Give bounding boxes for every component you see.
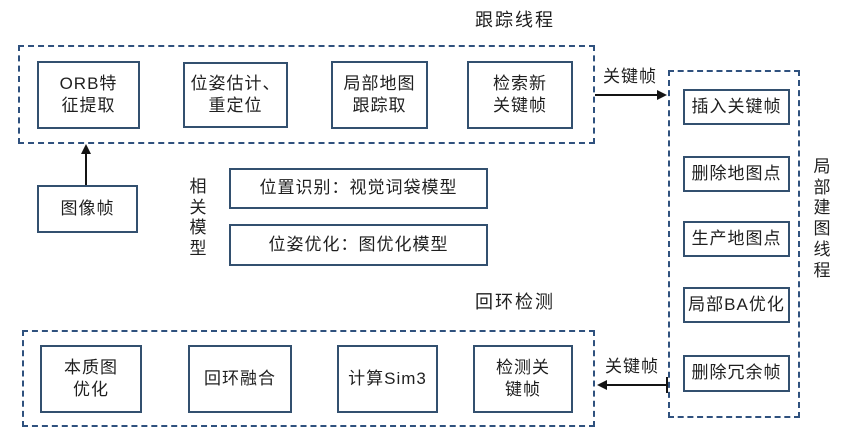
local-mapping-region bbox=[668, 70, 800, 418]
loop-detection-region bbox=[22, 330, 595, 427]
box-image-frame: 图像帧 bbox=[37, 185, 138, 233]
box-delete-redundant-frames: 删除冗余帧 bbox=[683, 355, 790, 392]
keyframe-arrow-bottom-label: 关键帧 bbox=[605, 357, 659, 376]
keyframe-arrow-top-label: 关键帧 bbox=[603, 67, 657, 86]
loop-detection-title: 回环检测 bbox=[475, 292, 555, 312]
box-essential-graph-optimization: 本质图 优化 bbox=[40, 345, 142, 413]
keyframe-arrow-bottom-line bbox=[605, 384, 668, 386]
related-models-label: 相关模型 bbox=[189, 177, 207, 259]
box-delete-map-points: 删除地图点 bbox=[683, 156, 790, 192]
box-create-map-points: 生产地图点 bbox=[683, 221, 790, 257]
tracking-thread-title: 跟踪线程 bbox=[475, 10, 555, 30]
box-local-ba-optimization: 局部BA优化 bbox=[683, 287, 790, 323]
box-pose-optimization-model: 位姿优化：图优化模型 bbox=[229, 224, 488, 266]
box-detect-keyframe: 检测关 键帧 bbox=[473, 345, 573, 413]
tracking-thread-region bbox=[18, 45, 595, 144]
keyframe-arrow-top-line bbox=[595, 94, 658, 96]
keyframe-arrow-bottom-origin-tick bbox=[666, 377, 668, 393]
box-search-new-keyframe: 检索新 关键帧 bbox=[467, 61, 573, 129]
local-mapping-thread-label: 局部建图线程 bbox=[813, 157, 831, 280]
keyframe-arrow-bottom-head-icon bbox=[597, 380, 607, 390]
box-insert-keyframe: 插入关键帧 bbox=[683, 89, 790, 125]
box-pose-estimation-relocalization: 位姿估计、 重定位 bbox=[183, 62, 288, 128]
box-place-recognition-model: 位置识别：视觉词袋模型 bbox=[229, 168, 488, 209]
box-loop-fusion: 回环融合 bbox=[188, 345, 292, 413]
image-frame-arrow-line bbox=[85, 152, 87, 185]
image-frame-arrow-head-icon bbox=[81, 144, 91, 154]
keyframe-arrow-top-head-icon bbox=[657, 90, 667, 100]
box-orb-feature-extraction: ORB特 征提取 bbox=[37, 61, 140, 129]
box-compute-sim3: 计算Sim3 bbox=[337, 345, 438, 413]
box-local-map-tracking: 局部地图 跟踪取 bbox=[331, 61, 428, 129]
